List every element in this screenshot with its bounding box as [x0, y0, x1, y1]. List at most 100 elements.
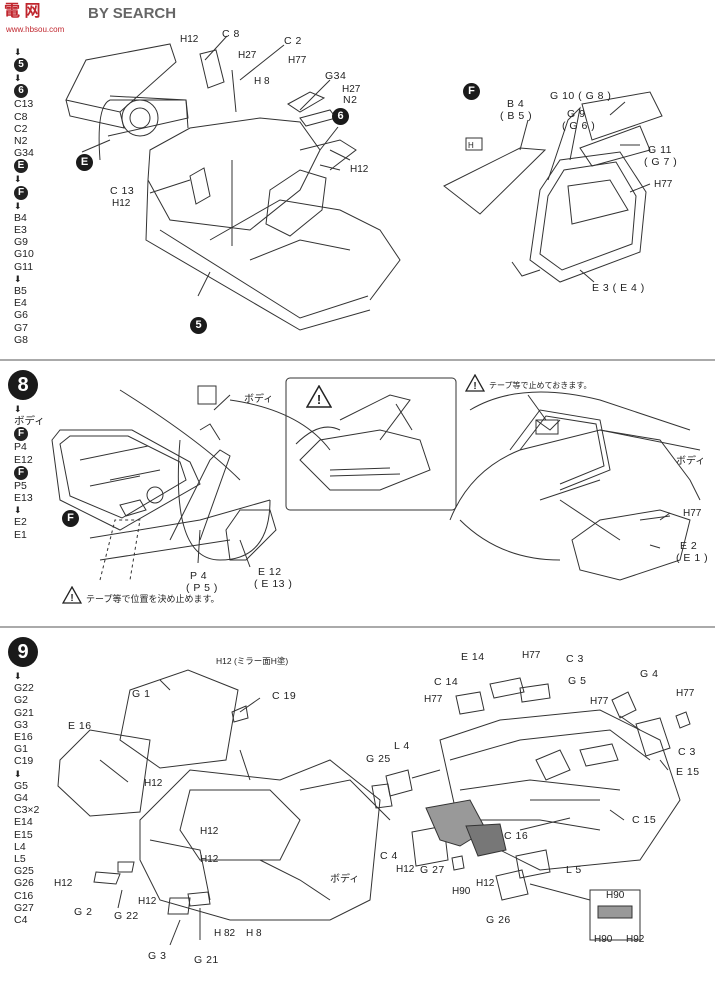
part-label: B4	[14, 211, 27, 224]
step-ref-badge: F	[14, 465, 28, 480]
down-arrow-icon: ⬇	[14, 404, 22, 414]
step-badge-f: F	[62, 510, 79, 527]
step-number-8: 8	[8, 370, 38, 400]
part-label: G10	[14, 248, 34, 261]
paint-code: H12	[350, 164, 369, 175]
tape-note: テープ等で位置を決め止めます。	[86, 594, 220, 604]
step-number-9: 9	[8, 637, 38, 667]
paint-code: H12	[200, 854, 219, 865]
part-label: E3	[14, 224, 27, 237]
callout-e14: E 14	[461, 651, 485, 663]
part-label: G27	[14, 901, 34, 914]
step-ref-badge: E	[14, 159, 28, 174]
step-badge-f: F	[463, 83, 480, 100]
warning-icon: !	[305, 384, 333, 413]
paint-code: H77	[676, 688, 695, 699]
down-arrow-icon: ⬇	[14, 768, 22, 779]
part-label: L4	[14, 840, 26, 853]
paint-code: H12	[54, 878, 73, 889]
down-arrow-icon: ⬇	[14, 47, 22, 57]
down-arrow-icon: ⬇	[14, 671, 22, 681]
callout-g5: G 5	[568, 675, 587, 687]
warning-icon: !	[464, 373, 486, 397]
part-label: P5	[14, 479, 27, 492]
part-label: C4	[14, 914, 28, 927]
paint-code: H12	[112, 198, 131, 209]
callout-g10: G 10 ( G 8 )	[550, 90, 612, 102]
paint-code: H12	[138, 896, 157, 907]
step-ref-badge: 6	[14, 84, 28, 99]
paint-code: H 82	[214, 928, 236, 939]
callout-g34: G34	[325, 70, 347, 82]
paint-code: H77	[424, 694, 443, 705]
callout-g9: G 9	[567, 108, 586, 120]
callout-e15: E 15	[676, 766, 700, 778]
part-label: C16	[14, 889, 34, 902]
paint-code: H 8	[246, 928, 262, 939]
svg-text:!: !	[473, 381, 476, 392]
part-label: G3	[14, 718, 29, 731]
callout-g1: G 1	[132, 688, 151, 700]
callout-g22: G 22	[114, 910, 139, 922]
step9-parts-list: ⬇ G22 G2 G21 G3 E16 G1 C19 ⬇ G5 G4 C3×2 …	[14, 670, 39, 926]
step-ref-badge: F	[14, 185, 28, 200]
part-label: E1	[14, 528, 27, 541]
tape-note: テープ等で止めておきます。	[489, 381, 592, 390]
callout-b4: B 4	[507, 98, 525, 110]
paint-code: H27	[342, 84, 361, 95]
callout-b5: ( B 5 )	[500, 110, 533, 122]
paint-code: H12	[476, 878, 495, 889]
callout-g4: G 4	[640, 668, 659, 680]
body-label: ボディ	[330, 874, 360, 885]
down-arrow-icon: ⬇	[14, 505, 22, 516]
part-label: ボディ	[14, 415, 45, 428]
part-label: C19	[14, 755, 34, 768]
part-label: E2	[14, 516, 27, 529]
part-label: G21	[14, 706, 34, 719]
callout-c8: C 8	[222, 28, 240, 40]
paint-code: H12	[144, 778, 163, 789]
callout-e2: E 2	[680, 540, 698, 552]
callout-c2: C 2	[284, 35, 302, 47]
watermark-logo: 電 网	[4, 3, 41, 20]
callout-g2: G 2	[74, 906, 93, 918]
part-label: G7	[14, 321, 29, 334]
part-label: G9	[14, 236, 29, 249]
part-label: E12	[14, 453, 33, 466]
paint-code: H77	[590, 696, 609, 707]
part-label: N2	[14, 135, 28, 148]
callout-c4: C 4	[380, 850, 398, 862]
down-arrow-icon: ⬇	[14, 174, 22, 185]
down-arrow-icon: ⬇	[14, 273, 22, 284]
svg-text:!: !	[70, 593, 73, 604]
paint-code: H12	[200, 826, 219, 837]
part-label: C2	[14, 122, 28, 135]
callout-e16: E 16	[68, 720, 92, 732]
step-ref-badge: 5	[14, 58, 28, 73]
paint-note: H12 (ミラー面H塗)	[216, 656, 289, 666]
callout-g27: G 27	[420, 864, 445, 876]
paint-code: H12	[180, 34, 199, 45]
part-label: E16	[14, 731, 33, 744]
paint-code: H90	[452, 886, 471, 897]
part-label: E15	[14, 828, 33, 841]
svg-text:!: !	[317, 392, 321, 407]
part-label: L5	[14, 853, 26, 866]
callout-l4: L 4	[394, 740, 410, 752]
paint-code: H12	[396, 864, 415, 875]
step-badge-5: 5	[190, 317, 207, 334]
down-arrow-icon: ⬇	[14, 200, 22, 211]
callout-g11: G 11	[648, 144, 672, 156]
callout-p5: ( P 5 )	[186, 582, 218, 594]
callout-p4: P 4	[190, 570, 208, 582]
part-label: G25	[14, 865, 34, 878]
callout-e3: E 3 ( E 4 )	[592, 282, 645, 294]
body-label: ボディ	[244, 394, 274, 405]
callout-g7: ( G 7 )	[644, 156, 678, 168]
callout-g21: G 21	[194, 954, 219, 966]
part-label: E4	[14, 297, 27, 310]
part-label: E13	[14, 492, 33, 505]
paint-code: H90	[594, 934, 613, 945]
part-label: G2	[14, 694, 29, 707]
